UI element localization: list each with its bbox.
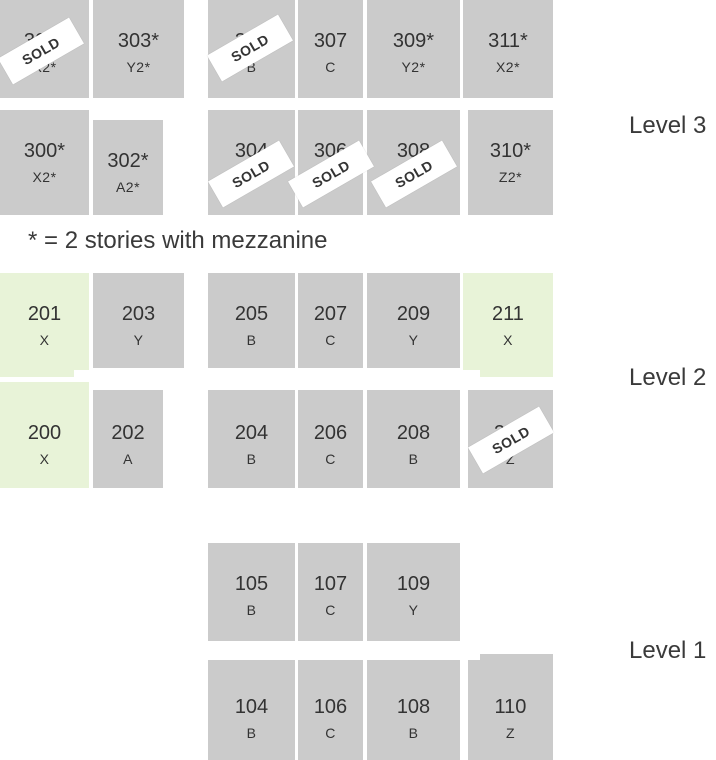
- unit-number: 110: [494, 696, 527, 718]
- unit-number: 205: [234, 303, 269, 325]
- unit-302[interactable]: 302* A2*: [93, 120, 163, 215]
- unit-number: 206: [313, 422, 348, 444]
- unit-number: 200: [27, 422, 62, 444]
- unit-109[interactable]: 109 Y: [367, 543, 460, 641]
- unit-type: C: [325, 332, 336, 348]
- unit-209[interactable]: 209 Y: [367, 273, 460, 368]
- unit-307[interactable]: 307 C: [298, 0, 363, 98]
- unit-104[interactable]: 104 B: [208, 660, 295, 760]
- unit-205[interactable]: 205 B: [208, 273, 295, 368]
- unit-311[interactable]: 311* X2*: [463, 0, 553, 98]
- level-label: Level 2: [629, 364, 707, 391]
- corridor: [184, 0, 208, 215]
- unit-type: B: [408, 725, 419, 741]
- unit-type: Y: [408, 602, 419, 618]
- unit-204[interactable]: 204 B: [208, 390, 295, 488]
- unit-208[interactable]: 208 B: [367, 390, 460, 488]
- unit-type: Y2*: [401, 59, 426, 75]
- unit-number: 107: [313, 573, 348, 595]
- unit-number: 309*: [392, 30, 435, 52]
- unit-type: Y: [408, 332, 419, 348]
- unit-number: 108: [396, 696, 431, 718]
- unit-number: 208: [396, 422, 431, 444]
- unit-type: X: [503, 332, 513, 348]
- unit-number: 211: [492, 303, 524, 325]
- unit-type: Y: [133, 332, 144, 348]
- unit-type: A: [123, 451, 133, 467]
- unit-type: C: [325, 602, 336, 618]
- unit-number: 106: [313, 696, 348, 718]
- unit-202[interactable]: 202 A: [93, 390, 163, 488]
- unit-300[interactable]: 300* X2*: [0, 110, 89, 215]
- corridor: [74, 370, 480, 388]
- unit-type: B: [246, 332, 257, 348]
- unit-309[interactable]: 309* Y2*: [367, 0, 460, 98]
- unit-number: 300*: [23, 140, 66, 162]
- unit-type: X: [39, 451, 50, 467]
- unit-number: 307: [313, 30, 348, 52]
- unit-type: Z2*: [498, 169, 523, 185]
- unit-number: 311*: [488, 30, 528, 52]
- corridor: [208, 641, 480, 660]
- unit-type: X2*: [32, 169, 57, 185]
- unit-type: B: [246, 602, 257, 618]
- unit-type: B: [246, 451, 257, 467]
- unit-108[interactable]: 108 B: [367, 660, 460, 760]
- level-label: Level 1: [629, 637, 707, 664]
- unit-type: C: [325, 451, 336, 467]
- unit-type: B: [408, 451, 419, 467]
- unit-310[interactable]: 310* Z2*: [468, 110, 553, 215]
- unit-106[interactable]: 106 C: [298, 660, 363, 760]
- unit-201[interactable]: 201 X: [0, 273, 89, 377]
- mezzanine-note: * = 2 stories with mezzanine: [28, 227, 328, 254]
- unit-type: B: [246, 59, 257, 75]
- unit-number: 209: [396, 303, 431, 325]
- unit-number: 310*: [489, 140, 532, 162]
- unit-number: 104: [234, 696, 269, 718]
- unit-number: 204: [234, 422, 269, 444]
- unit-number: 302*: [107, 150, 149, 172]
- unit-number: 109: [396, 573, 431, 595]
- unit-203[interactable]: 203 Y: [93, 273, 184, 368]
- unit-type: C: [325, 725, 336, 741]
- unit-107[interactable]: 107 C: [298, 543, 363, 641]
- unit-303[interactable]: 303* Y2*: [93, 0, 184, 98]
- unit-110[interactable]: 110 Z: [468, 654, 553, 760]
- unit-type: A2*: [115, 179, 141, 195]
- unit-206[interactable]: 206 C: [298, 390, 363, 488]
- unit-200[interactable]: 200 X: [0, 382, 89, 488]
- unit-type: B: [246, 725, 257, 741]
- unit-number: 202: [111, 422, 145, 444]
- unit-number: 201: [27, 303, 62, 325]
- unit-type: Z: [505, 725, 516, 741]
- unit-type: C: [325, 59, 336, 75]
- unit-number: 207: [313, 303, 348, 325]
- unit-207[interactable]: 207 C: [298, 273, 363, 368]
- unit-type: X: [39, 332, 50, 348]
- unit-type: X2*: [495, 59, 521, 75]
- unit-105[interactable]: 105 B: [208, 543, 295, 641]
- unit-type: Y2*: [126, 59, 151, 75]
- unit-number: 105: [234, 573, 269, 595]
- corridor: [184, 273, 208, 488]
- unit-type: Z: [505, 451, 516, 467]
- unit-211[interactable]: 211 X: [463, 273, 553, 377]
- unit-number: 303*: [117, 30, 160, 52]
- level-label: Level 3: [629, 112, 707, 139]
- unit-number: 203: [121, 303, 156, 325]
